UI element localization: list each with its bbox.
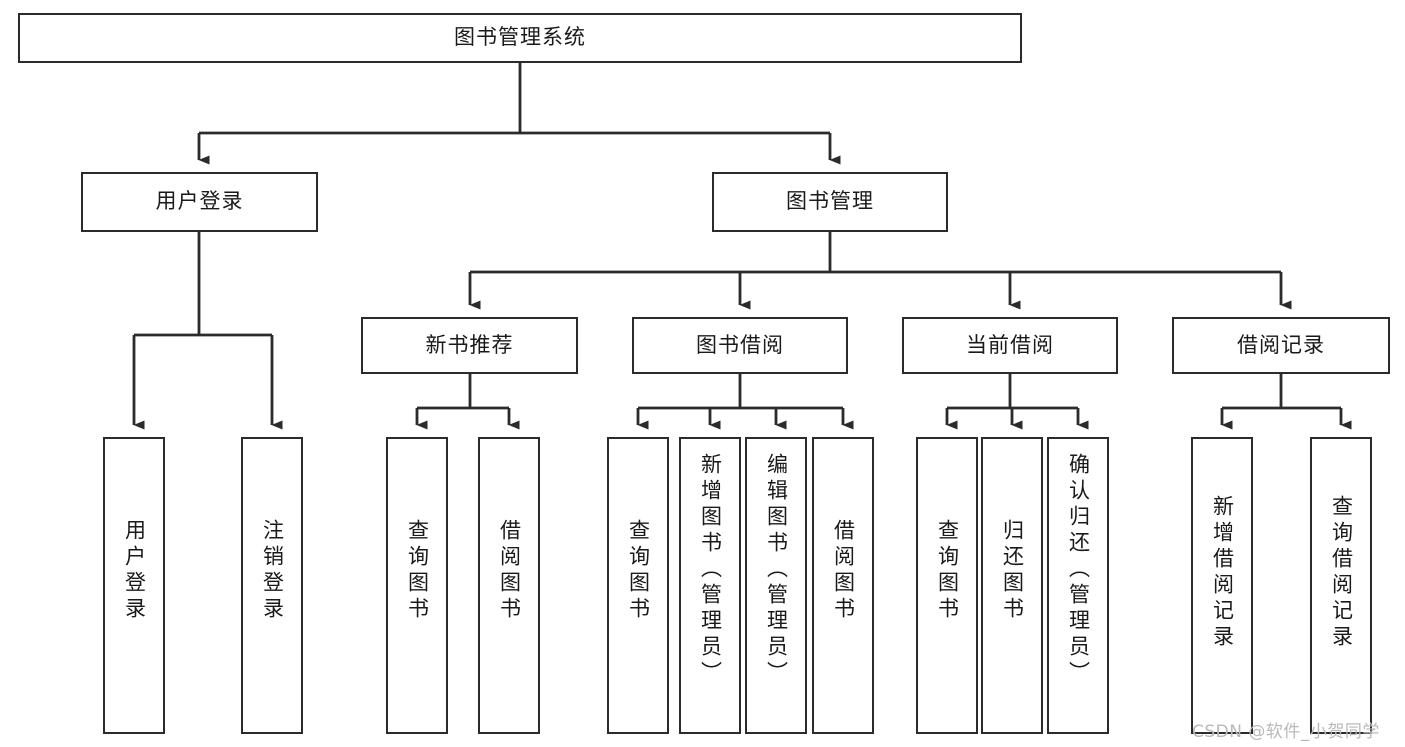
leaf-query-book-current-label: 查询图书	[935, 519, 960, 623]
node-root[interactable]: 图书管理系统	[18, 13, 1022, 63]
node-root-label: 图书管理系统	[454, 25, 586, 50]
node-user-login-label: 用户登录	[155, 189, 244, 214]
leaf-user-login[interactable]: 用户登录	[103, 437, 165, 734]
node-user-login[interactable]: 用户登录	[81, 172, 318, 232]
node-book-management-label: 图书管理	[786, 189, 874, 214]
leaf-borrow-book-newbook-label: 借阅图书	[497, 519, 522, 623]
leaf-query-book-borrow-label: 查询图书	[626, 519, 651, 623]
leaf-query-borrow-record-label: 查询借阅记录	[1329, 495, 1354, 651]
leaf-add-book-admin-label: 新增图书（管理员）	[698, 453, 723, 687]
leaf-user-login-label: 用户登录	[122, 519, 147, 623]
leaf-query-borrow-record[interactable]: 查询借阅记录	[1310, 437, 1372, 734]
node-new-book-recommend-label: 新书推荐	[425, 332, 514, 357]
leaf-query-book-borrow[interactable]: 查询图书	[607, 437, 669, 734]
node-current-borrow-label: 当前借阅	[966, 332, 1054, 357]
leaf-edit-book-admin-label: 编辑图书（管理员）	[764, 453, 789, 687]
leaf-lend-book[interactable]: 借阅图书	[812, 437, 874, 734]
leaf-user-logout-label: 注销登录	[260, 519, 285, 623]
leaf-lend-book-label: 借阅图书	[831, 519, 856, 623]
leaf-borrow-book-newbook[interactable]: 借阅图书	[478, 437, 540, 734]
csdn-watermark: CSDN @软件_小贺同学	[1192, 722, 1380, 742]
leaf-add-borrow-record-label: 新增借阅记录	[1210, 495, 1235, 651]
node-current-borrow[interactable]: 当前借阅	[902, 317, 1118, 374]
node-book-management[interactable]: 图书管理	[712, 172, 948, 232]
node-borrow-record[interactable]: 借阅记录	[1172, 317, 1390, 374]
node-book-borrow[interactable]: 图书借阅	[632, 317, 848, 374]
leaf-query-book-newbook-label: 查询图书	[405, 519, 430, 623]
leaf-return-book-label: 归还图书	[1000, 519, 1025, 623]
leaf-confirm-return-admin[interactable]: 确认归还（管理员）	[1047, 437, 1109, 734]
node-borrow-record-label: 借阅记录	[1237, 332, 1325, 357]
leaf-user-logout[interactable]: 注销登录	[241, 437, 303, 734]
leaf-return-book[interactable]: 归还图书	[981, 437, 1043, 734]
leaf-edit-book-admin[interactable]: 编辑图书（管理员）	[745, 437, 807, 734]
node-book-borrow-label: 图书借阅	[696, 332, 784, 357]
leaf-query-book-newbook[interactable]: 查询图书	[386, 437, 448, 734]
leaf-query-book-current[interactable]: 查询图书	[916, 437, 978, 734]
node-new-book-recommend[interactable]: 新书推荐	[361, 317, 578, 374]
leaf-add-book-admin[interactable]: 新增图书（管理员）	[679, 437, 741, 734]
leaf-add-borrow-record[interactable]: 新增借阅记录	[1191, 437, 1253, 734]
leaf-confirm-return-admin-label: 确认归还（管理员）	[1066, 453, 1091, 687]
